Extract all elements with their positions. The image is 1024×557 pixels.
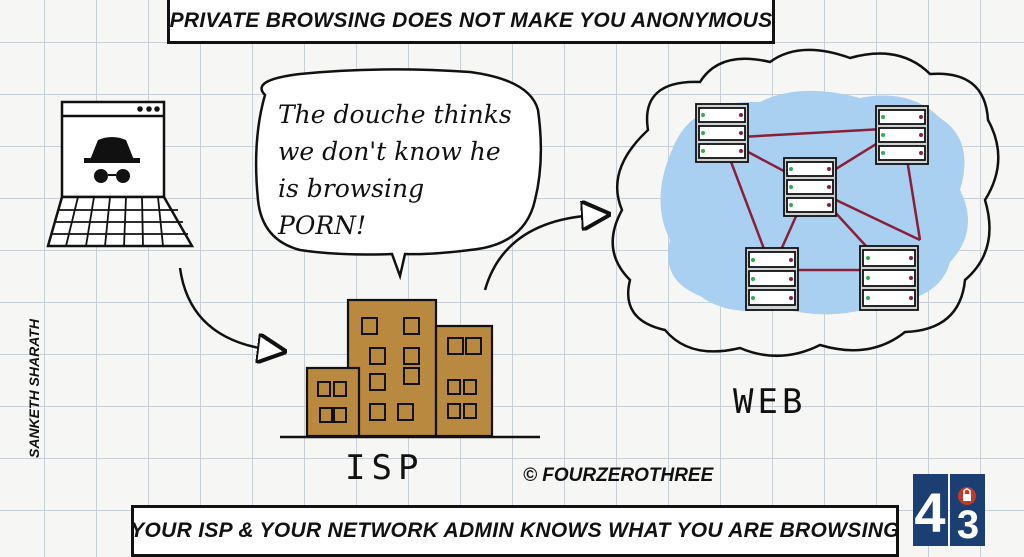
server-leds (701, 113, 923, 300)
arrow-icon (178, 215, 596, 350)
logo-digit-left: 4 (914, 481, 945, 544)
speech-bubble-text: The douche thinks we don't know he is br… (278, 100, 512, 240)
laptop-icon (46, 100, 195, 248)
author-signature: SANKETH SHARATH (26, 319, 42, 458)
page-title: PRIVATE BROWSING DOES NOT MAKE YOU ANONY… (167, 0, 775, 44)
incognito-icon (84, 137, 140, 183)
logo: 4 3 (913, 474, 985, 546)
server-icon (695, 103, 929, 311)
lock-icon (958, 487, 976, 505)
building-icon (280, 298, 540, 439)
copyright-label: © FOURZEROTHREE (523, 465, 714, 486)
isp-label: ISP (345, 448, 425, 488)
logo-digit-right: 3 (957, 503, 979, 546)
footer-caption: YOUR ISP & YOUR NETWORK ADMIN KNOWS WHAT… (130, 505, 900, 557)
web-label: WEB (733, 382, 807, 422)
speech-bubble (254, 68, 543, 281)
